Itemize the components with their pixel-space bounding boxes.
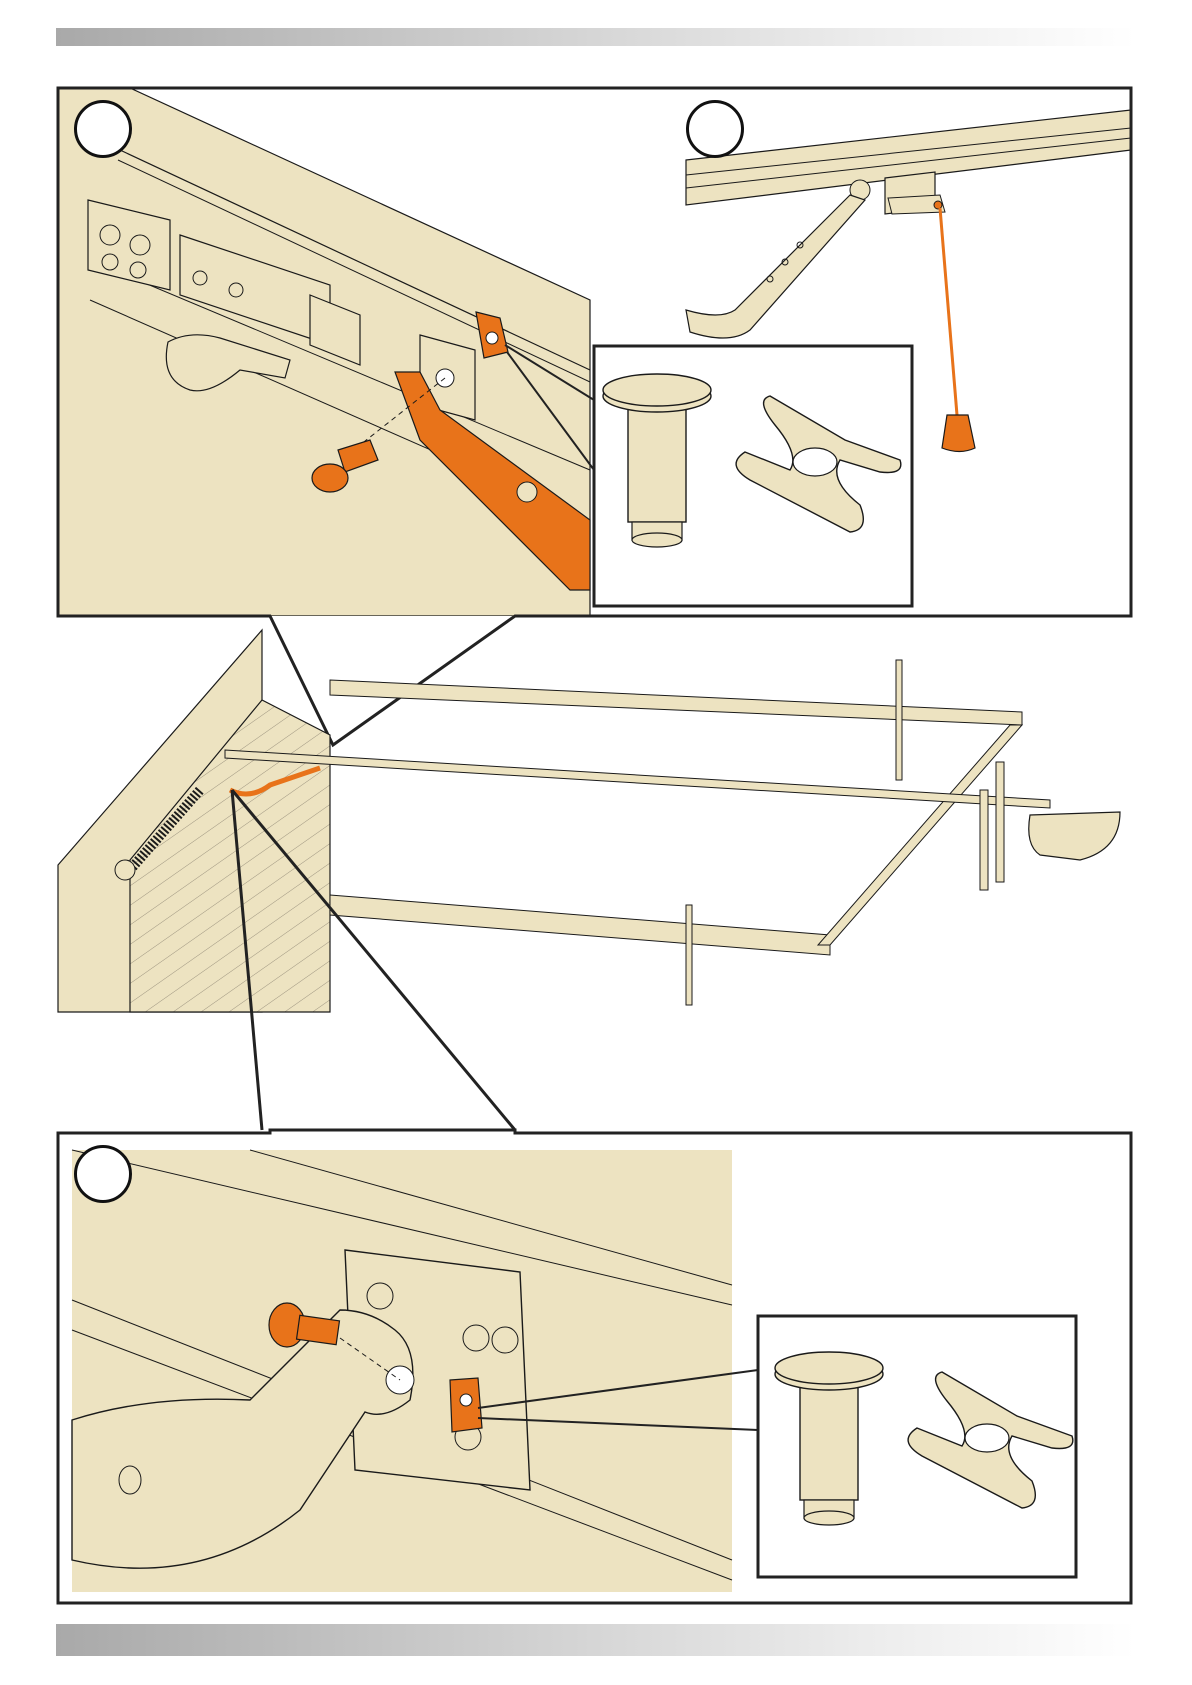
opener-rail xyxy=(225,750,1050,808)
opener-motor-icon xyxy=(1029,812,1120,860)
step-1-badge xyxy=(74,100,132,158)
step-2-badge xyxy=(686,100,744,158)
door-arm-step2 xyxy=(686,195,865,338)
door-panel-surface xyxy=(58,88,590,616)
retaining-clip-icon xyxy=(450,1378,482,1432)
bottom-detail-panel xyxy=(58,1130,1131,1603)
overview-assembly xyxy=(58,630,1120,1012)
release-handle-icon xyxy=(934,201,975,452)
top-detail-panel xyxy=(58,88,1131,745)
step-3-badge xyxy=(74,1145,132,1203)
